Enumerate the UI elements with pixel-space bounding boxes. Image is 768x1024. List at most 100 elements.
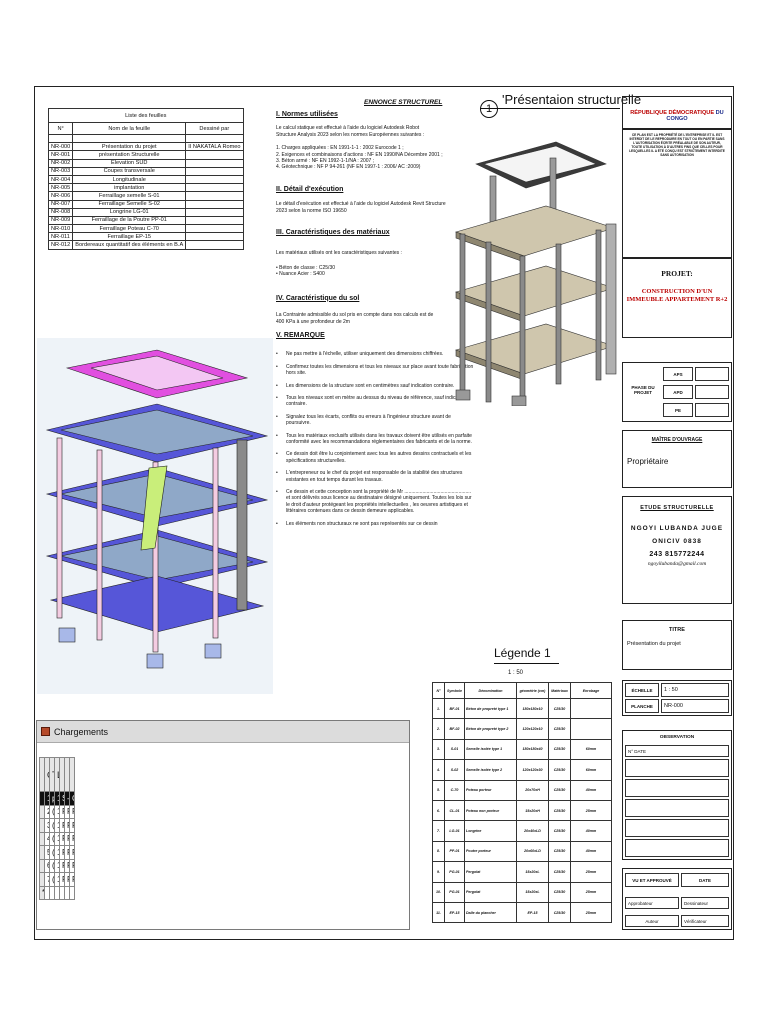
- observation-row: [625, 759, 729, 777]
- chargement-cell[interactable]: [69, 885, 75, 900]
- observation-label: OBSERVATION: [659, 735, 695, 740]
- engineer-email: ngoyilubanda@gmail.com: [647, 561, 707, 567]
- legend-cell: 5.: [432, 779, 445, 801]
- observation-date-header: N° DATE: [625, 745, 729, 757]
- legend-cell: PG-01: [444, 881, 465, 903]
- chargement-row[interactable]: 5:charge sur dalle balcon(EF) surfacique…: [39, 845, 75, 860]
- legend-cell: 15x20xL: [516, 861, 549, 883]
- legend-cell: EP-15: [516, 901, 549, 924]
- chargements-titlebar: Chargements: [37, 721, 409, 743]
- republic-name: RÉPUBLIQUE DÉMOCRATIQUE: [630, 110, 715, 116]
- chargement-cell[interactable]: PZ=-1,36: [69, 804, 75, 819]
- sheet-list-cell: NR-003: [47, 166, 74, 176]
- chargement-cell[interactable]: PZ=-2,50: [69, 858, 75, 873]
- section-text: La Contrainte admissible du sol pris en …: [276, 312, 434, 325]
- sheet-list-cell: [185, 224, 244, 234]
- normes-list: 1. Charges appliquées : EN 1991-1-1 : 20…: [276, 145, 476, 171]
- chargement-cell[interactable]: PZ=-0,80: [69, 872, 75, 887]
- approved-label: VU ET APPROUVÉ: [625, 873, 679, 887]
- engineer-registration: ONICIV 0838: [652, 538, 702, 545]
- sheet-list-cell: NR-011: [47, 232, 74, 242]
- chargement-cell[interactable]: PZ=-3,50: [69, 845, 75, 860]
- scale-value: 1 : 50: [661, 683, 729, 697]
- author-label: Auteur: [625, 915, 679, 927]
- legend-cell: 1.: [432, 697, 445, 720]
- sheet-list-cell: [185, 240, 244, 250]
- legend-table: N° Symbole Dénomination géométrie (cm) M…: [432, 682, 612, 924]
- legend-cell: 4.: [432, 759, 445, 781]
- legend-cell: Poteau porteur: [464, 779, 517, 801]
- section-title-execution: II. Détail d'exécution: [276, 185, 344, 193]
- legend-cell: Béton de propreté type 2: [464, 718, 517, 740]
- section-title-materiaux: III. Caractéristiques des matériaux: [276, 229, 390, 237]
- chargement-row[interactable]: 3:Poids de revetement(EF) surfacique uni…: [39, 818, 75, 833]
- section-title-normes: I. Normes utilisées: [276, 111, 338, 118]
- chargement-row[interactable]: 7:charge sur dalle toiture(EF) surfaciqu…: [39, 872, 75, 887]
- chargement-cell[interactable]: PZ=-1,50: [69, 831, 75, 846]
- sheet-list-cell: NR-000: [47, 142, 74, 152]
- legend-cell: Pergolat: [464, 861, 517, 883]
- observation-box: OBSERVATION N° DATE: [622, 730, 732, 860]
- sheet-list-cell: Elevation SUD: [72, 158, 187, 168]
- legend-cell: CL-01: [444, 799, 465, 822]
- sheet-list-cell: [185, 174, 244, 185]
- chargements-table: Cas Type de charge Liste 1:Poids proprep…: [39, 757, 75, 900]
- chargement-row[interactable]: 6:charge sur dalle escalier(EF) surfaciq…: [39, 858, 75, 873]
- owner-box: MAÎTRE D'OUVRAGE Propriétaire: [622, 430, 732, 488]
- sheet-list-cell: implantation: [72, 183, 187, 193]
- project-box: PROJET: CONSTRUCTION D'UN IMMEUBLE APPAR…: [622, 258, 732, 338]
- sheet-list-cell: présentation Structurelle: [72, 150, 187, 160]
- sheet-list-cell: Ferraillage Poteau C-70: [72, 224, 187, 234]
- verifier-label: Vérificateur: [681, 915, 729, 927]
- sheet-list-cell: [185, 183, 244, 193]
- list-item: 1. Charges appliquées : EN 1991-1-1 : 20…: [276, 145, 404, 152]
- legend-cell: 40mm: [570, 779, 612, 801]
- legend-cell: C25/30: [548, 697, 571, 720]
- sheet-list-cell: Ferraillage de la Poutre PP-01: [72, 215, 187, 226]
- legend-cell: 10.: [432, 881, 445, 903]
- sheet-list-cell: NR-002: [47, 158, 74, 168]
- legend-cell: C-70: [444, 779, 465, 801]
- legend-cell: Semelle isolée type 1: [464, 738, 517, 761]
- legend-cell: C25/30: [548, 779, 571, 801]
- phase-pe-value: [695, 403, 729, 417]
- chargement-cell[interactable]: PZ=-0,60: [69, 818, 75, 833]
- structural-study-box: ETUDE STRUCTURELLE NGOYI LUBANDA JUGE ON…: [622, 496, 732, 604]
- column-header-6[interactable]: [69, 757, 75, 792]
- phase-aps: APS: [663, 367, 693, 381]
- observation-row: [625, 779, 729, 797]
- section-title-remarque: V. REMARQUE: [276, 331, 325, 339]
- structural-statement: ENNONCE STRUCTUREL I. Normes utilisées L…: [276, 99, 476, 533]
- chargement-cell[interactable]: Coef=1,00: [69, 791, 75, 806]
- sheet-list-cell: NR-008: [47, 207, 74, 217]
- republic-country: DU CONGO: [666, 110, 724, 122]
- legend-header: Matériaux: [548, 682, 571, 699]
- legend-cell: Poutre porteur: [464, 840, 517, 863]
- chargement-row[interactable]: *: [39, 885, 75, 900]
- list-item: Ce dessin doit être lu conjointement ave…: [276, 451, 476, 464]
- list-item: • Béton de classe : C25/30: [276, 264, 336, 271]
- legend-cell: PG-01: [444, 861, 465, 883]
- owner-value: Propriétaire: [627, 457, 669, 466]
- legend-cell: C25/30: [548, 718, 571, 740]
- chargement-row[interactable]: 1:Poids proprepoids propre1A183Structure…: [39, 791, 75, 806]
- chargement-row[interactable]: 4:charge sur dalle courante(EF) surfaciq…: [39, 831, 75, 846]
- legend-cell: LG-01: [444, 820, 465, 842]
- list-item: 4. Géotechnique : NF P 94-261 (NF EN 199…: [276, 164, 421, 171]
- observation-row: [625, 819, 729, 837]
- sheet-list-cell: Coupes transversale: [72, 166, 187, 176]
- scale-label: ÉCHELLE: [625, 683, 659, 697]
- observation-row: [625, 839, 729, 857]
- legend-header: N°: [432, 682, 445, 699]
- legend-cell: S-02: [444, 759, 465, 781]
- legend-cell: S-01: [444, 738, 465, 761]
- chargement-row[interactable]: 2:Poids de mur(EF) surfacique uniforme13…: [39, 804, 75, 819]
